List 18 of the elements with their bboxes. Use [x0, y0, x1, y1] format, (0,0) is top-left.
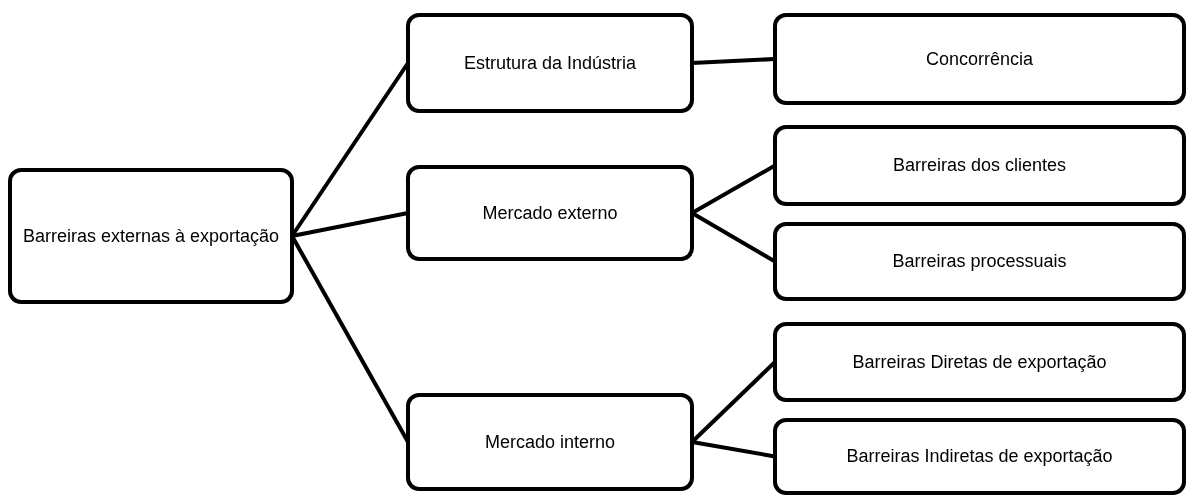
process-box	[773, 222, 1186, 301]
box-label: Mercado interno	[484, 430, 616, 454]
process-box	[773, 322, 1186, 402]
process-box	[406, 393, 694, 491]
box-label: Barreiras processuais	[892, 250, 1067, 274]
box-label: Concorrência	[925, 47, 1034, 71]
process-box	[406, 165, 694, 261]
process-box	[8, 168, 294, 304]
box-label: Barreiras dos clientes	[892, 154, 1067, 178]
box-label: Barreiras Diretas de exportação	[852, 350, 1107, 374]
box-label: Barreiras externas à exportação	[22, 224, 280, 248]
box-label: Estrutura da Indústria	[463, 51, 637, 75]
process-box	[773, 418, 1186, 495]
box-label: Barreiras Indiretas de exportação	[846, 445, 1113, 469]
process-box	[773, 13, 1186, 105]
box-label: Mercado externo	[482, 201, 618, 225]
process-box	[773, 125, 1186, 206]
process-box	[406, 13, 694, 113]
